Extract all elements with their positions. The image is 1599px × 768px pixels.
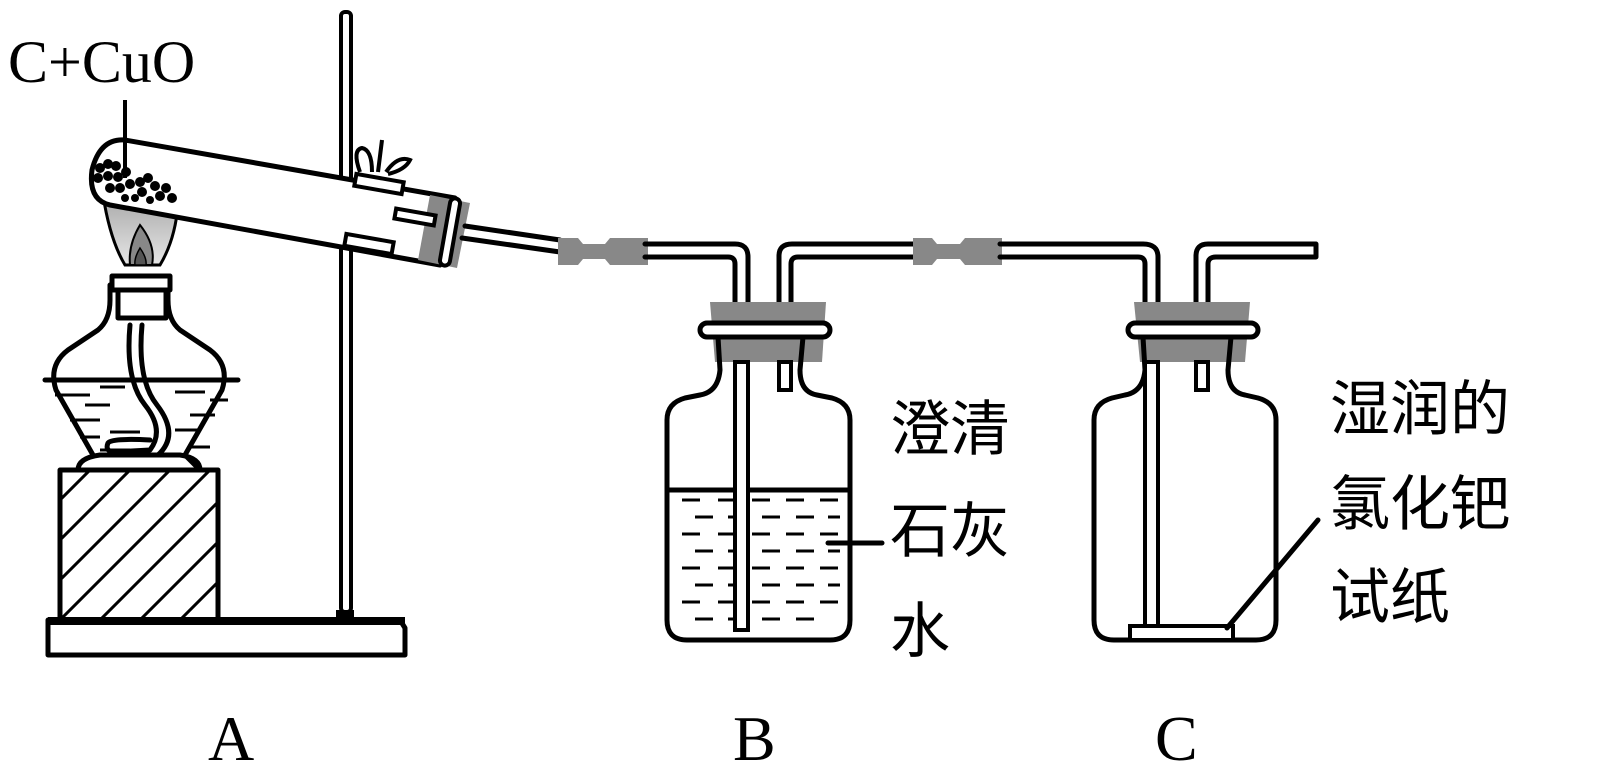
flame (101, 193, 180, 267)
rubber-connector-2 (913, 238, 1002, 265)
apparatus-c (1091, 302, 1321, 643)
apparatus-a (42, 10, 470, 658)
svg-text:水: 水 (890, 597, 950, 667)
apparatus-label-b: B (733, 703, 776, 768)
reactant-label: C+CuO (8, 29, 195, 95)
alcohol-lamp (42, 273, 241, 473)
svg-text:石灰: 石灰 (890, 497, 1010, 567)
limewater-liquid (682, 498, 840, 621)
gas-delivery-tubes (459, 223, 1319, 313)
apparatus-label-a: A (208, 703, 254, 768)
svg-text:澄清: 澄清 (890, 395, 1010, 465)
test-paper-pointer (1224, 517, 1321, 631)
svg-text:氯化钯: 氯化钯 (1330, 470, 1510, 540)
test-tube-stopper (392, 195, 470, 268)
iron-stand-rod (336, 10, 354, 622)
apparatus-b (664, 302, 885, 643)
clamp (342, 139, 413, 257)
svg-text:湿润的: 湿润的 (1330, 375, 1510, 445)
rubber-connector-1 (558, 238, 648, 265)
svg-text:试纸: 试纸 (1330, 563, 1450, 633)
test-tube (88, 137, 470, 268)
iron-stand-base (45, 617, 408, 658)
test-paper-label: 湿润的 氯化钯 试纸 (1330, 375, 1510, 633)
wooden-block (57, 467, 221, 623)
apparatus-label-c: C (1155, 703, 1198, 768)
palladium-chloride-paper (1128, 624, 1235, 642)
limewater-label: 澄清 石灰 水 (890, 395, 1010, 667)
